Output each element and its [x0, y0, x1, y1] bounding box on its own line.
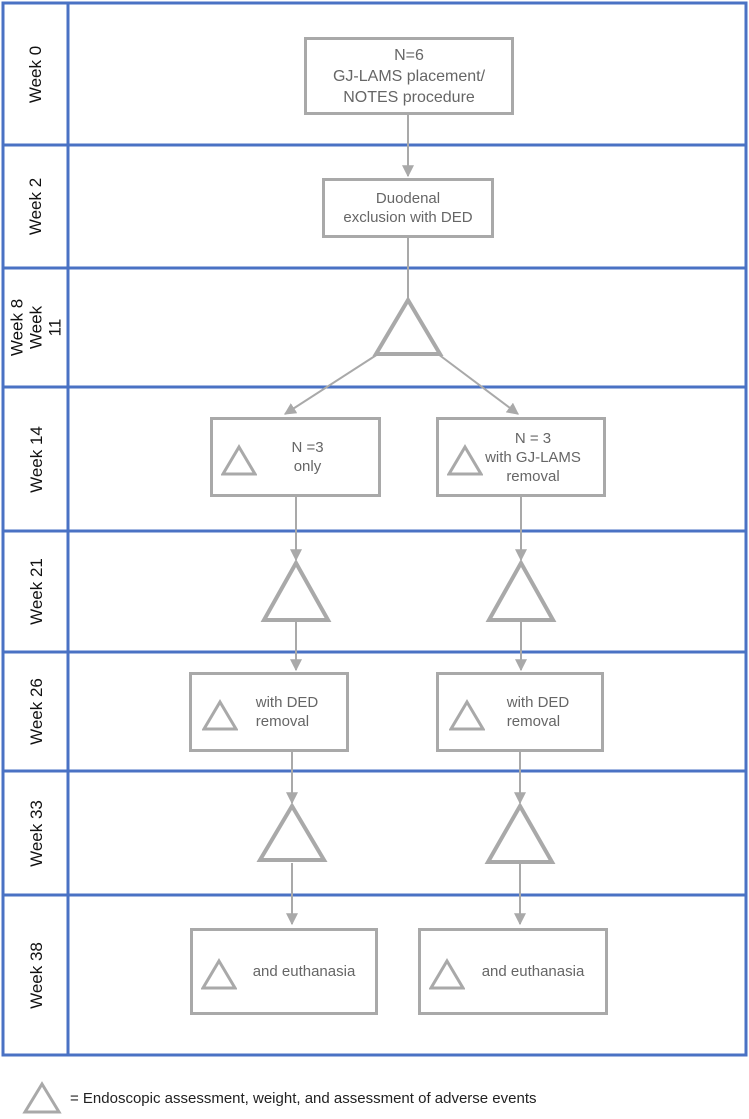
assessment-triangle-icon [260, 558, 332, 622]
node-right-euthanasia: and euthanasia [418, 928, 608, 1015]
node-start: N=6 GJ-LAMS placement/ NOTES procedure [304, 37, 514, 115]
node-left-ded-removal: with DED removal [189, 672, 349, 752]
assessment-triangle-icon [372, 296, 444, 356]
node-right-group: N = 3 with GJ-LAMS removal [436, 417, 606, 497]
week-label-38: Week 38 [26, 941, 46, 1009]
week-label-21: Week 21 [26, 558, 46, 625]
node-duodenal-exclusion: Duodenal exclusion with DED [322, 178, 494, 238]
week-label-8-11: Week 8 Week 11 [7, 298, 65, 357]
assessment-triangle-icon [256, 802, 328, 862]
assessment-triangle-icon [484, 801, 556, 864]
legend-text: = Endoscopic assessment, weight, and ass… [70, 1089, 537, 1107]
week-label-0: Week 0 [26, 45, 46, 103]
node-left-euthanasia: and euthanasia [190, 928, 378, 1015]
arrow-assessment-to-left-group [283, 353, 379, 415]
grid-outer-border [1, 1, 748, 1057]
assessment-triangle-icon [485, 558, 557, 622]
node-left-group: N =3 only [210, 417, 381, 497]
week-label-14: Week 14 [26, 425, 46, 493]
assessment-triangle-icon [221, 444, 257, 476]
assessment-triangle-icon [202, 699, 238, 731]
week-label-26: Week 26 [26, 678, 46, 745]
assessment-triangle-icon [429, 958, 465, 990]
assessment-triangle-icon [449, 699, 485, 731]
assessment-triangle-icon [201, 958, 237, 990]
triangle-icon [22, 1081, 62, 1114]
assessment-triangles [256, 296, 557, 864]
week-label-33: Week 33 [26, 799, 46, 867]
flow-arrows [283, 115, 527, 926]
arrow-assessment-to-right-group [437, 353, 519, 415]
timeline-grid [1, 1, 748, 1057]
assessment-triangle-icon [447, 444, 483, 476]
node-right-ded-removal: with DED removal [436, 672, 604, 752]
week-label-2: Week 2 [26, 177, 46, 236]
legend: = Endoscopic assessment, weight, and ass… [22, 1080, 537, 1116]
